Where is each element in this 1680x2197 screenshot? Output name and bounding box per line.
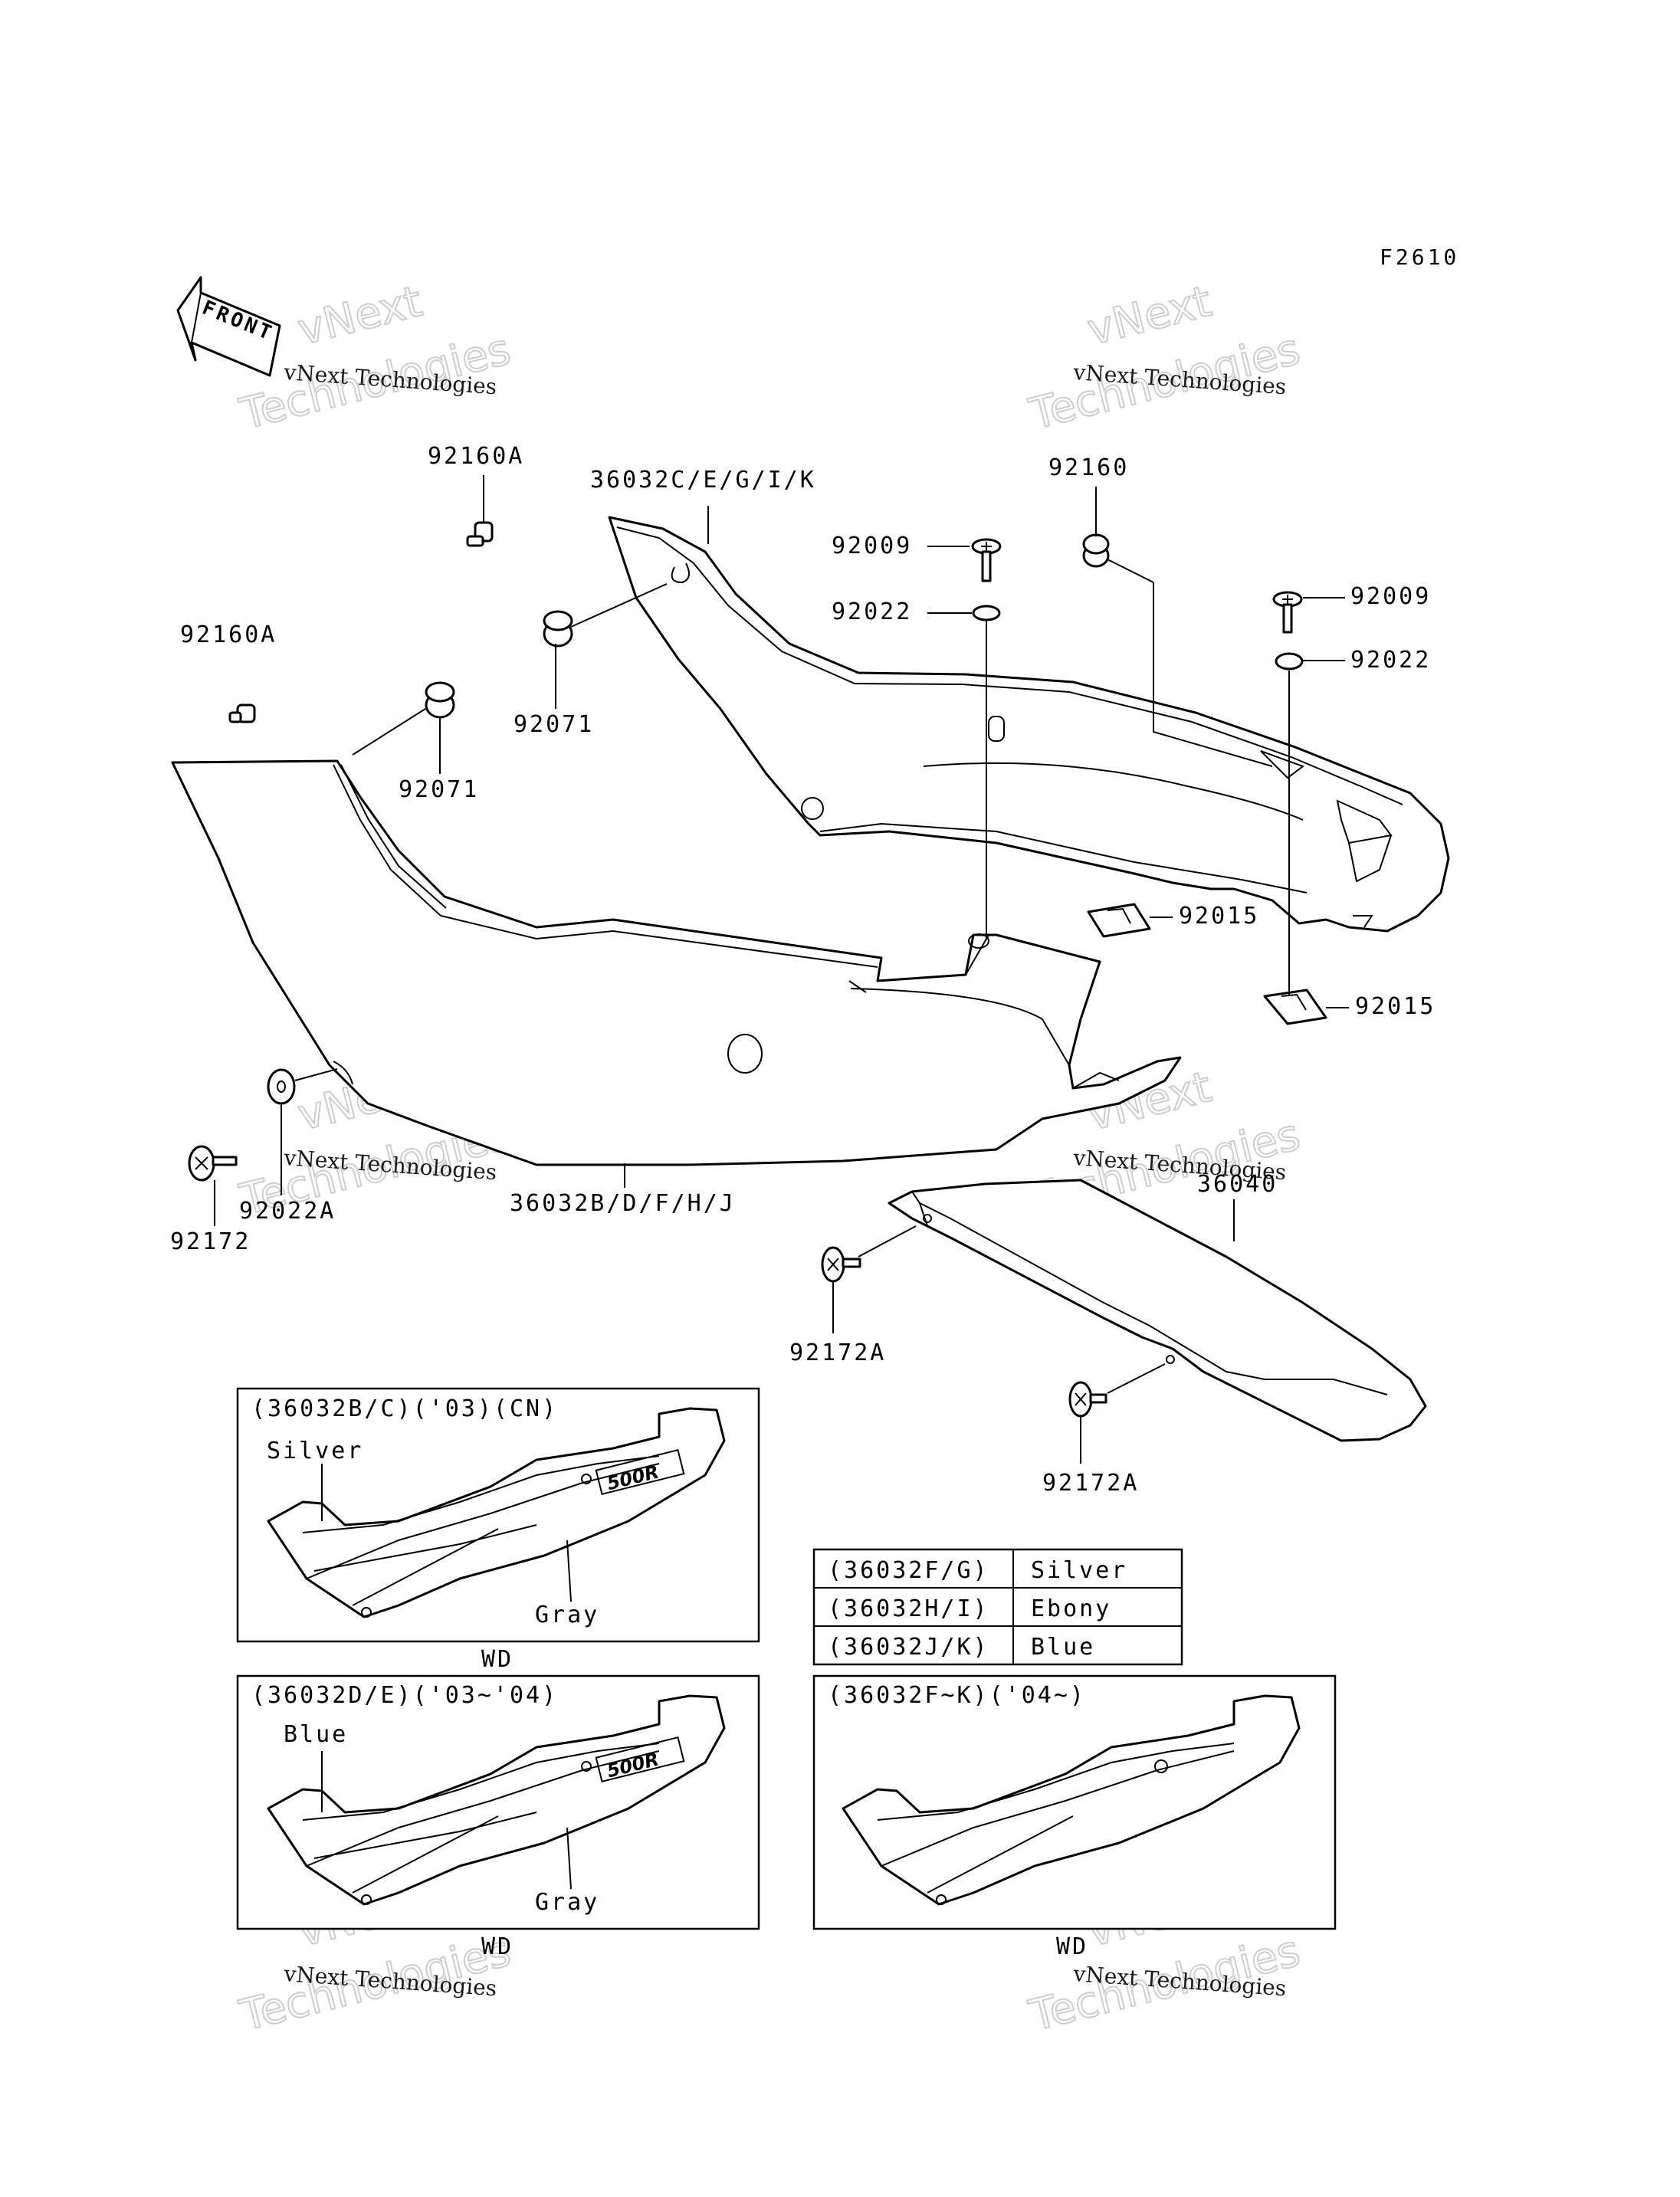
label-92071-a: 92071: [514, 711, 594, 738]
grommet-92160a-left: [228, 703, 256, 723]
screw-92172a-a: [821, 1246, 861, 1283]
washer-92022-b: [1275, 652, 1304, 671]
label-92160a-left: 92160A: [180, 621, 277, 648]
label-92172: 92172: [170, 1228, 251, 1255]
label-36032c: 36032C/E/G/I/K: [590, 467, 816, 494]
svg-text:vNext: vNext: [294, 277, 427, 356]
label-92022-a: 92022: [832, 598, 912, 625]
inset2-header: (36032D/E)('03~'04): [251, 1682, 558, 1709]
lower-side-cover: [171, 759, 1182, 1166]
tail-cover: [888, 1179, 1427, 1442]
watermark-1: vNext Technologies vNext Technologies: [235, 276, 517, 441]
figure-code: F2610: [1380, 244, 1459, 270]
screw-92172: [188, 1145, 238, 1182]
table-row-3-code: (36032J/K): [828, 1634, 989, 1661]
clip-92015-b: [1263, 989, 1327, 1025]
svg-text:vNext: vNext: [1083, 277, 1216, 356]
inset1-color-silver: Silver: [267, 1438, 363, 1464]
label-92022a: 92022A: [239, 1198, 336, 1225]
inset2-color-blue: Blue: [284, 1721, 348, 1748]
table-row-3-color: Blue: [1031, 1634, 1095, 1661]
washer-92022a: [267, 1068, 296, 1105]
watermark-2: vNext Technologies vNext Technologies: [1024, 276, 1306, 441]
washer-92022-a: [972, 605, 1001, 621]
clip-92015-a: [1087, 903, 1151, 938]
label-92009-a: 92009: [832, 533, 912, 559]
table-row-1-color: Silver: [1031, 1557, 1127, 1584]
label-92022-b: 92022: [1350, 647, 1431, 674]
screw-92009-a: [971, 538, 1002, 582]
grommet-92071-a: [543, 610, 573, 648]
inset2-caption-wd: WD: [481, 1933, 514, 1960]
table-row-2-color: Ebony: [1031, 1595, 1111, 1622]
table-row-1-code: (36032F/G): [828, 1557, 989, 1584]
label-92160a-top: 92160A: [428, 443, 524, 470]
upper-side-cover: [608, 516, 1450, 933]
grommet-92160: [1082, 533, 1110, 568]
screw-92172a-b: [1068, 1381, 1107, 1418]
label-36032b: 36032B/D/F/H/J: [510, 1190, 736, 1217]
grommet-92160a-top: [466, 521, 494, 547]
table-row-2-code: (36032H/I): [828, 1595, 989, 1622]
label-36040: 36040: [1197, 1171, 1278, 1198]
leader-lines: [214, 475, 1349, 1464]
inset1-header: (36032B/C)('03)(CN): [251, 1395, 558, 1422]
front-arrow-icon: FRONT: [176, 276, 281, 377]
inset-36032d-e: (36032D/E)('03~'04) Blue Gray 500R WD: [236, 1674, 760, 1960]
label-92071-b: 92071: [399, 776, 479, 803]
screw-92009-b: [1272, 591, 1303, 634]
label-92172a-a: 92172A: [789, 1340, 886, 1366]
inset3-caption-wd: WD: [1056, 1933, 1088, 1960]
inset3-header: (36032F~K)('04~): [828, 1682, 1086, 1709]
inset2-color-gray: Gray: [535, 1889, 599, 1916]
inset-36032b-c: (36032B/C)('03)(CN) Silver Gray 500R WD: [236, 1387, 760, 1673]
label-92172a-b: 92172A: [1042, 1470, 1139, 1497]
inset1-color-gray: Gray: [535, 1602, 599, 1628]
label-92009-b: 92009: [1350, 583, 1431, 610]
label-92160: 92160: [1048, 454, 1129, 481]
inset1-caption-wd: WD: [481, 1646, 514, 1673]
color-table: (36032F/G) Silver (36032H/I) Ebony (3603…: [812, 1548, 1183, 1666]
inset-36032f-k: (36032F~K)('04~) WD: [812, 1674, 1337, 1960]
label-92015-a: 92015: [1179, 903, 1259, 930]
grommet-92071-b: [425, 681, 455, 719]
label-92015-b: 92015: [1355, 993, 1436, 1020]
